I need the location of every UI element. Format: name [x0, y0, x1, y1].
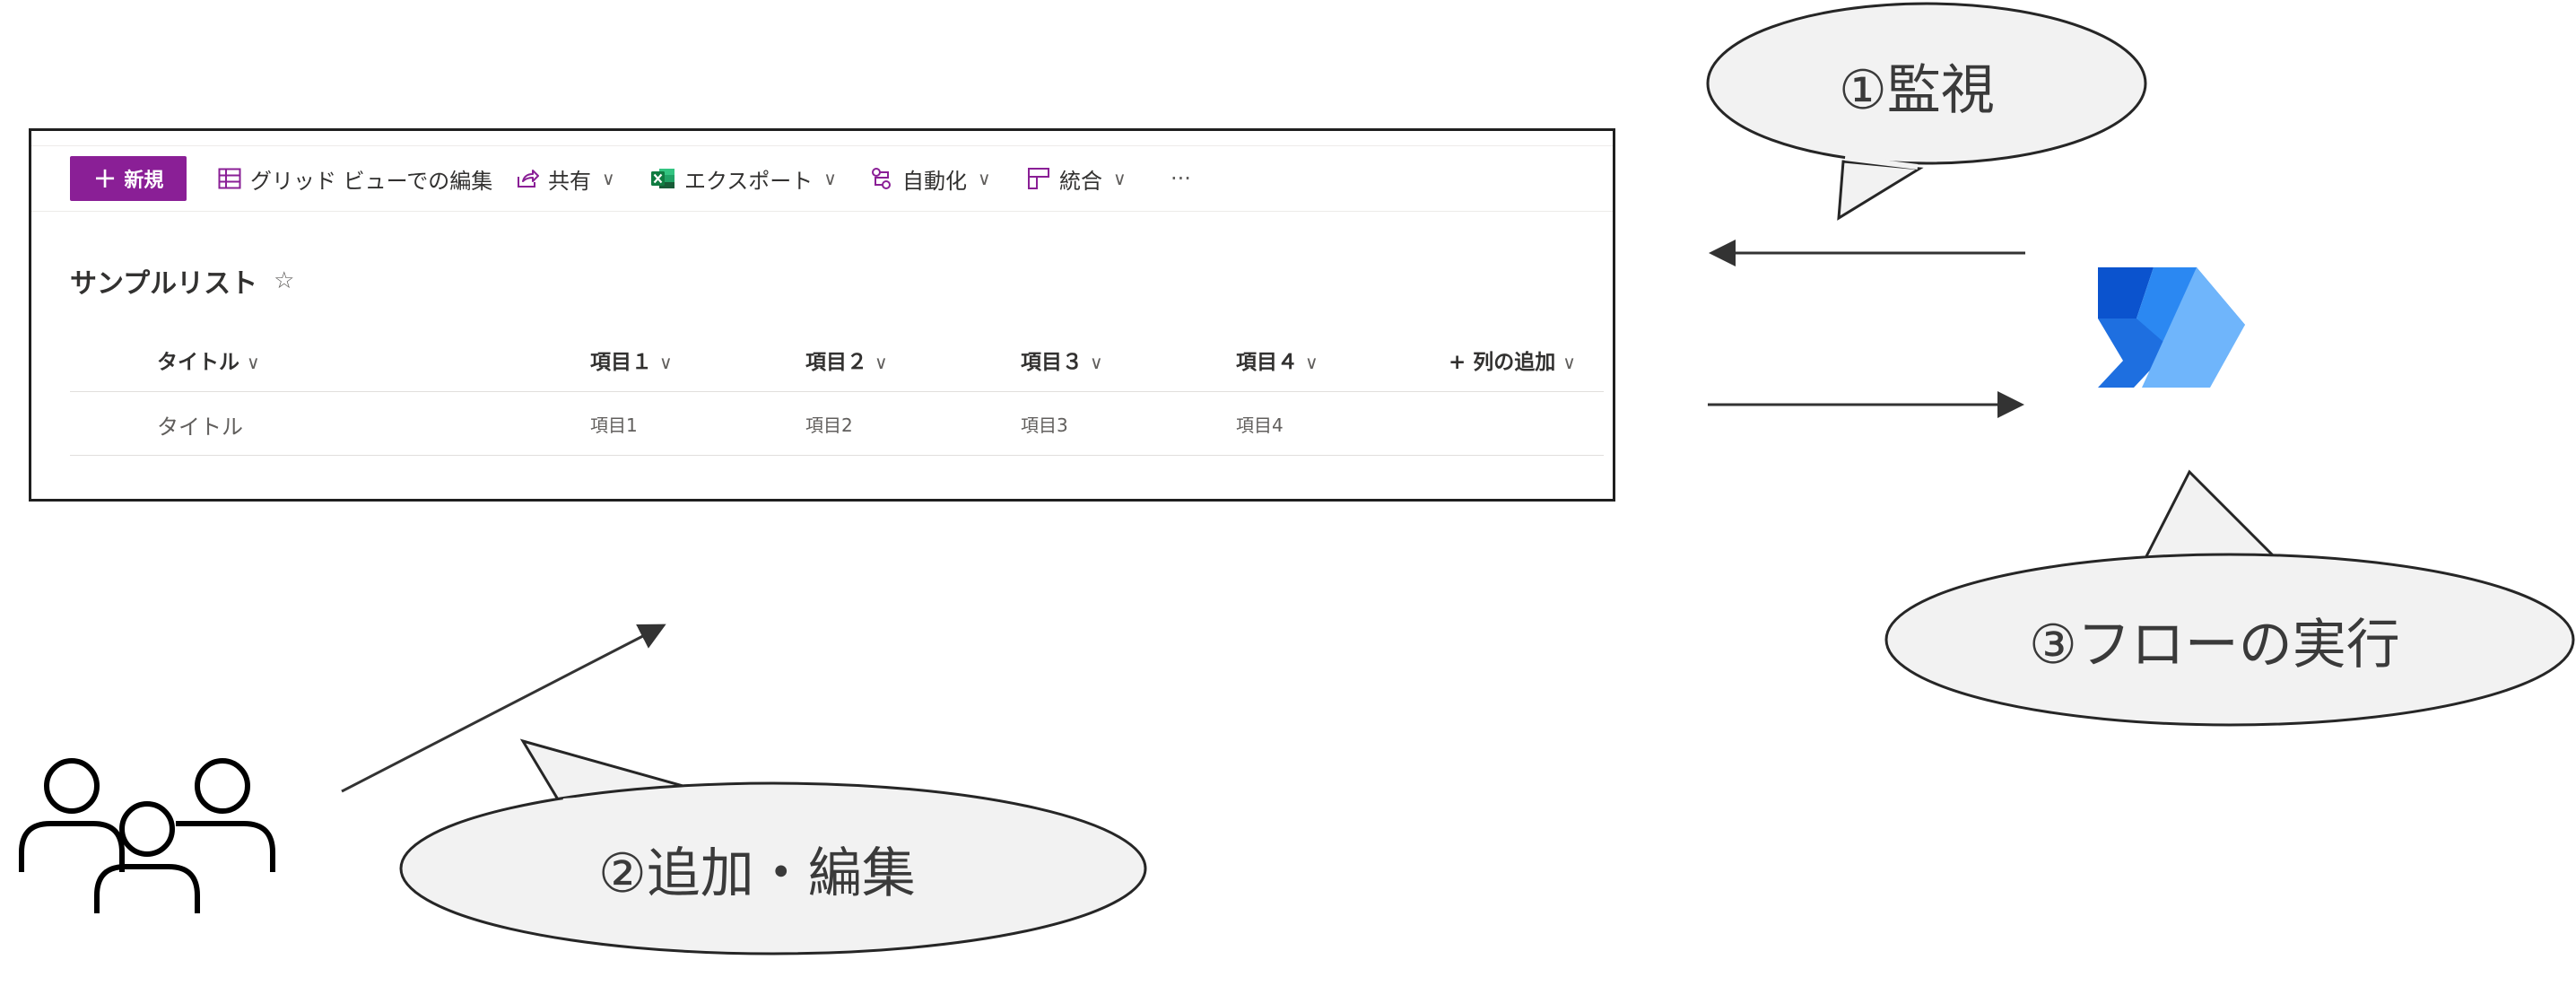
- row-divider: [70, 455, 1604, 456]
- grid-view-edit-command[interactable]: グリッド ビューでの編集: [218, 156, 492, 201]
- column-header-item3[interactable]: 項目３ ∨: [1021, 345, 1103, 375]
- column-header-title-chevron-icon: ∨: [247, 352, 260, 373]
- grid-view-edit-label: グリッド ビューでの編集: [250, 168, 493, 194]
- column-header-item2-label: 項目２: [805, 351, 867, 374]
- share-chevron-down-icon: ∨: [602, 168, 615, 189]
- integrate-command[interactable]: 統合 ∨: [1027, 156, 1127, 201]
- column-header-item2-chevron-icon: ∨: [875, 352, 888, 373]
- plus-icon: +: [92, 160, 117, 195]
- automate-command[interactable]: 自動化 ∨: [870, 156, 991, 201]
- integrate-icon: [1028, 168, 1049, 189]
- column-header-title-label: タイトル: [157, 351, 239, 374]
- power-automate-icon: [2098, 267, 2245, 388]
- column-header-item2[interactable]: 項目２ ∨: [805, 345, 888, 375]
- more-commands-button[interactable]: ···: [1171, 156, 1191, 201]
- column-header-item4-chevron-icon: ∨: [1305, 352, 1318, 373]
- column-header-item1[interactable]: 項目１ ∨: [590, 345, 673, 375]
- export-label: エクスポート: [684, 168, 814, 194]
- table-cell-item3: 項目3: [1021, 414, 1068, 436]
- share-icon: [518, 170, 539, 188]
- add-column-button[interactable]: + 列の追加 ∨: [1449, 345, 1576, 375]
- new-button-label: 新規: [124, 170, 164, 192]
- integrate-label: 統合: [1059, 168, 1102, 194]
- table-cell-item2: 項目2: [805, 414, 853, 436]
- column-header-item1-label: 項目１: [590, 351, 652, 374]
- users-group-icon: [19, 758, 275, 913]
- toolbar-separator: [31, 211, 1613, 212]
- list-title-text: サンプルリスト: [70, 268, 258, 300]
- callout-monitor-label: ①監視: [1839, 59, 1995, 122]
- share-command[interactable]: 共有 ∨: [516, 156, 615, 201]
- callout-monitor-bubble: [1706, 2, 2147, 221]
- column-header-item3-label: 項目３: [1021, 351, 1083, 374]
- sharepoint-list-panel: + 新規 グリッド ビューでの編集 共有 ∨ エクスポート ∨: [29, 128, 1615, 502]
- table-cell-item1: 項目1: [590, 414, 638, 436]
- column-header-item1-chevron-icon: ∨: [659, 352, 673, 373]
- integrate-chevron-down-icon: ∨: [1113, 168, 1127, 189]
- export-chevron-down-icon: ∨: [823, 168, 837, 189]
- header-row-divider: [70, 391, 1604, 392]
- column-header-item4-label: 項目４: [1236, 351, 1298, 374]
- add-column-chevron-icon: ∨: [1562, 352, 1576, 373]
- new-item-button[interactable]: + 新規: [70, 156, 187, 201]
- grid-icon: [218, 168, 241, 189]
- add-column-label: + 列の追加: [1449, 351, 1556, 374]
- favorite-star-icon[interactable]: ☆: [274, 267, 295, 294]
- share-label: 共有: [548, 168, 591, 194]
- callout-add-edit-label: ②追加・編集: [598, 842, 916, 905]
- callout-run-flow-label: ③フローの実行: [2029, 614, 2400, 676]
- table-cell-title[interactable]: タイトル: [157, 414, 243, 440]
- export-command[interactable]: エクスポート ∨: [650, 156, 837, 201]
- callout-run-flow-bubble: [1884, 469, 2575, 727]
- toolbar-top-border: [31, 145, 1613, 146]
- automate-chevron-down-icon: ∨: [978, 168, 991, 189]
- arrow-user-edit: [341, 624, 666, 793]
- column-header-title[interactable]: タイトル ∨: [157, 345, 260, 375]
- automate-label: 自動化: [902, 168, 967, 194]
- callout-add-edit-bubble: [399, 738, 1147, 955]
- more-icon: ···: [1171, 166, 1191, 191]
- excel-icon: [651, 169, 674, 188]
- column-header-item3-chevron-icon: ∨: [1090, 352, 1103, 373]
- column-header-item4[interactable]: 項目４ ∨: [1236, 345, 1318, 375]
- list-title: サンプルリスト ☆: [70, 261, 294, 301]
- automate-icon: [872, 168, 891, 189]
- table-cell-item4: 項目4: [1236, 414, 1284, 436]
